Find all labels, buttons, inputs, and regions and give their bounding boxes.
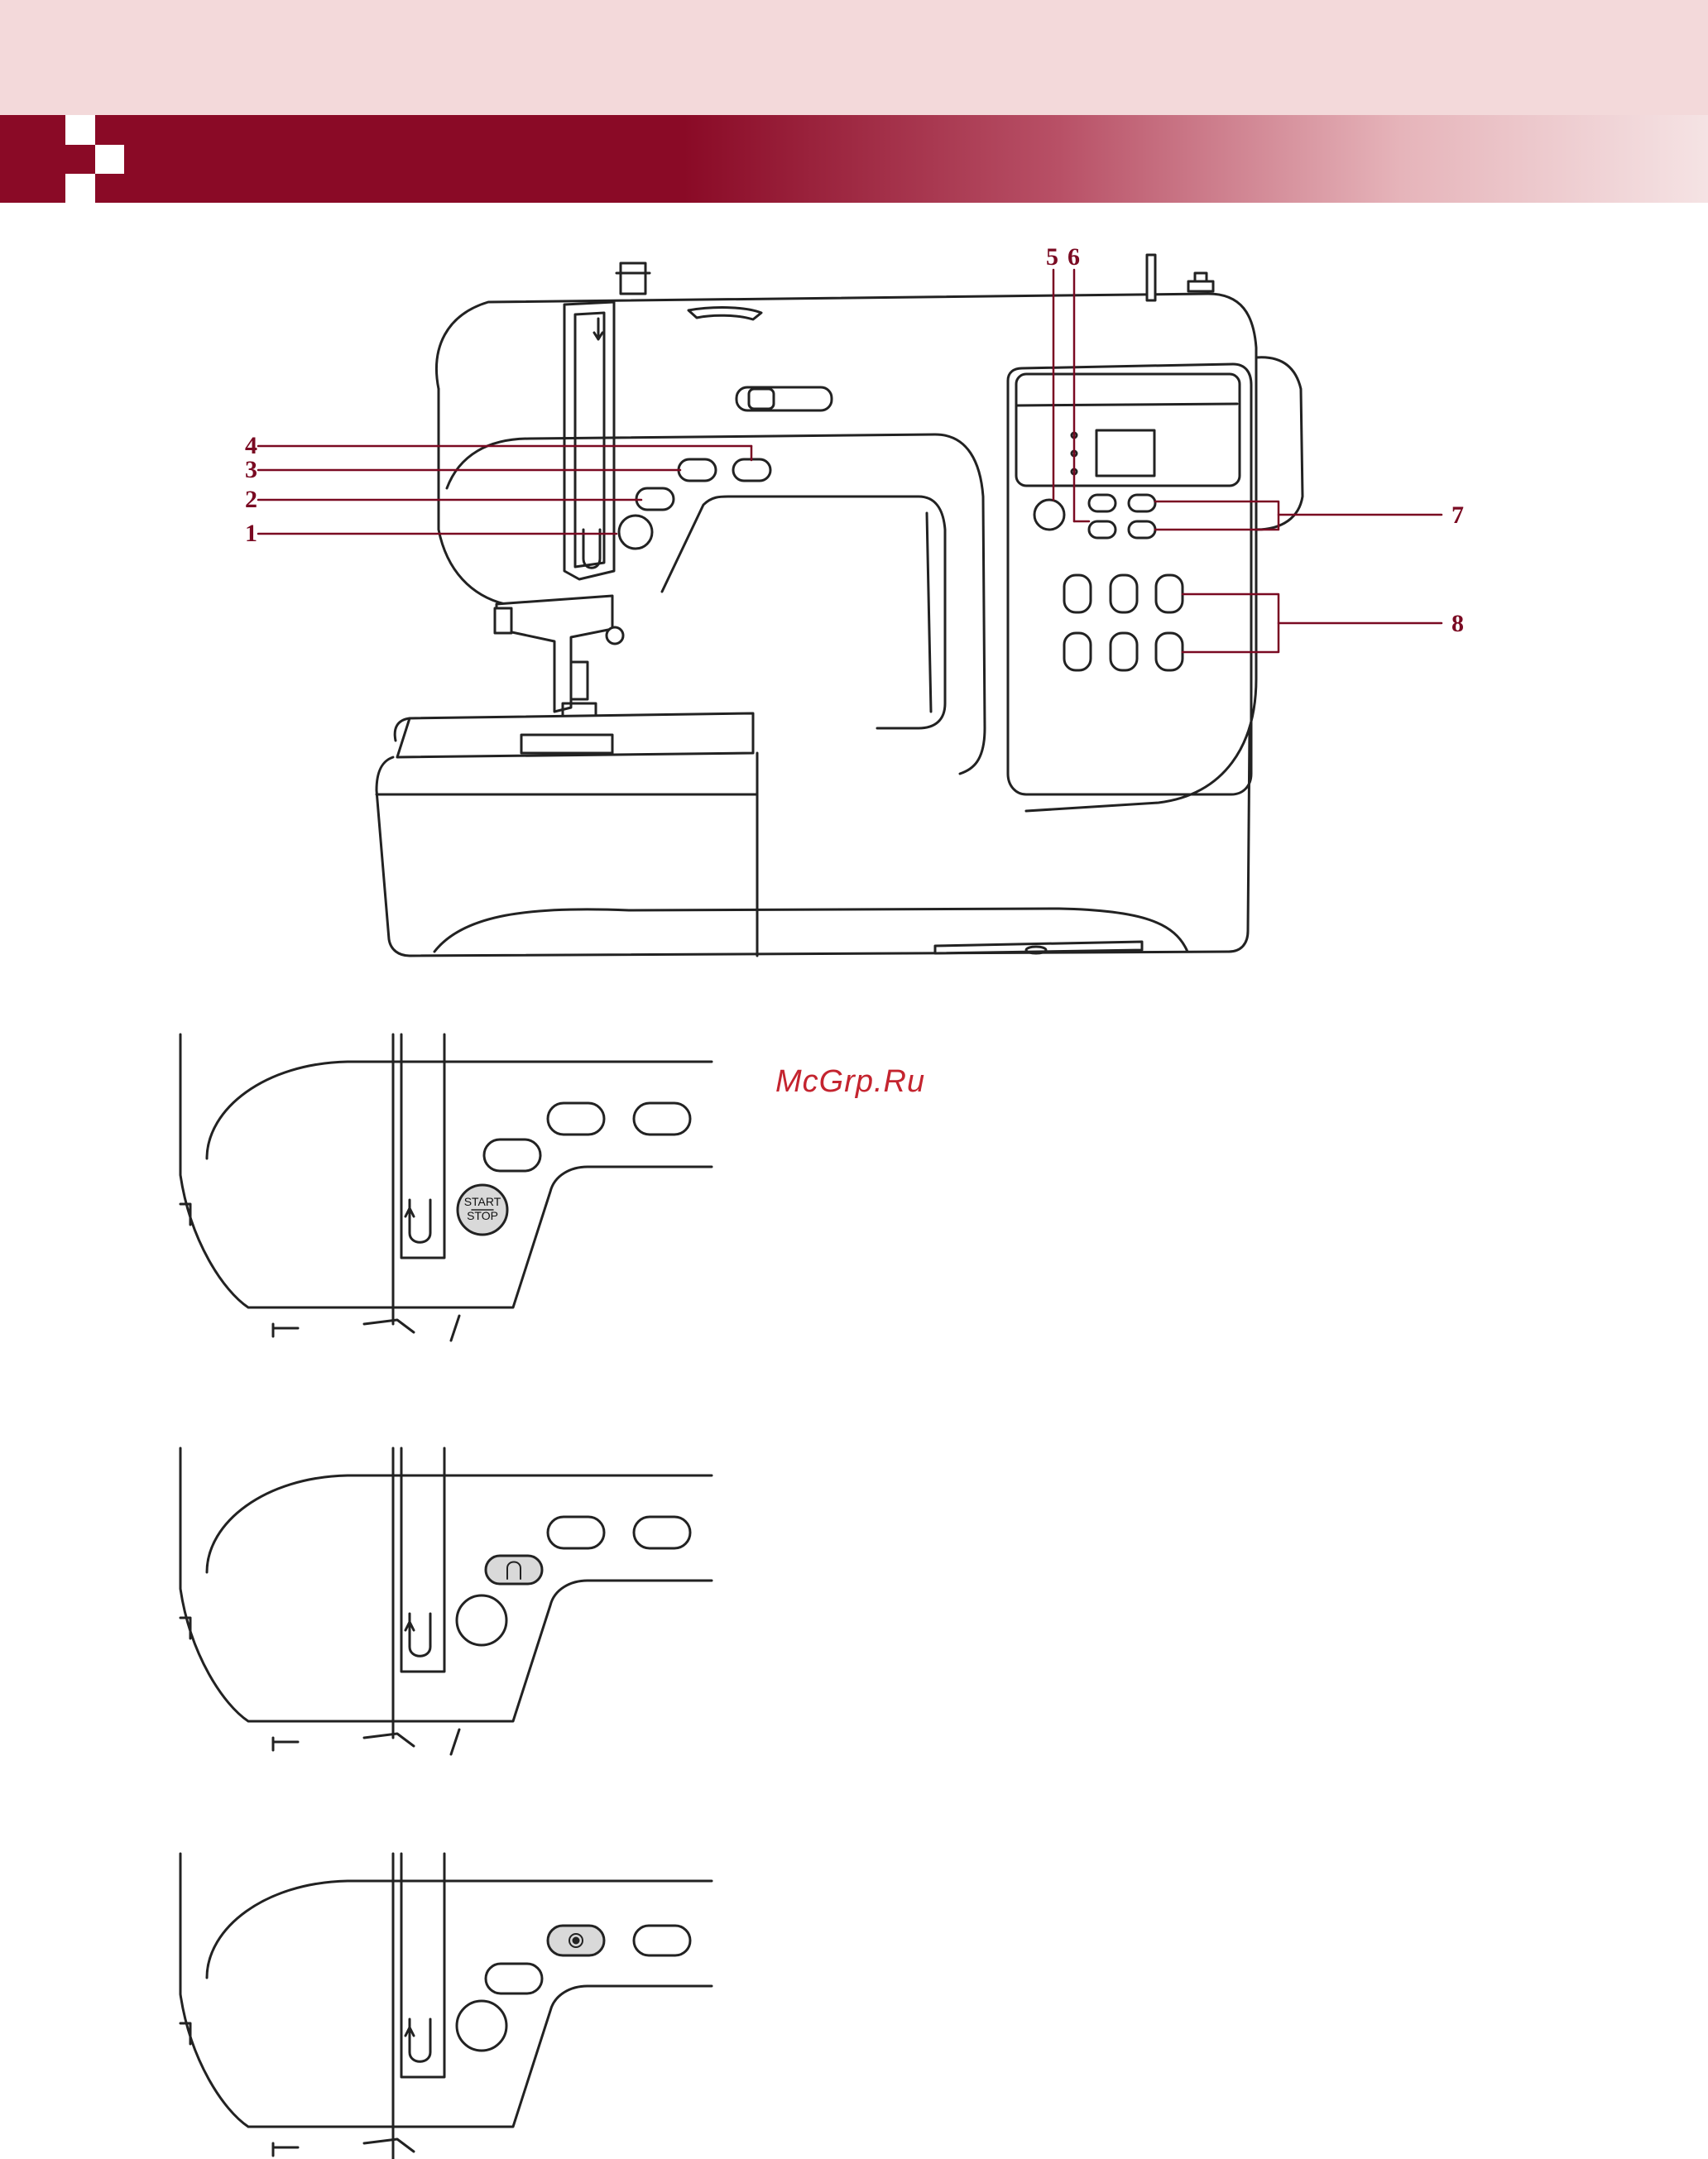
arm-opening (662, 497, 945, 728)
presser-foot-assembly (497, 596, 612, 712)
needle-stop-button (679, 459, 716, 481)
thread-guide-top (688, 308, 761, 319)
callout-8: 8 (1451, 612, 1464, 636)
bracket-7 (1155, 501, 1279, 530)
callout-7: 7 (1451, 503, 1464, 528)
function-button-5 (1034, 500, 1064, 530)
stitch-button-6 (1156, 633, 1183, 670)
arrow-button-ll (1089, 521, 1115, 538)
start-stop-button (619, 516, 652, 549)
stitch-button-2 (1111, 575, 1137, 612)
stop-label: STOP (458, 1209, 507, 1223)
callout-1: 1 (245, 521, 257, 546)
detail-view-reverse (180, 1448, 712, 1754)
stitch-button-5 (1111, 633, 1137, 670)
thread-cap (617, 263, 650, 294)
detail-reverse-button (486, 1556, 542, 1584)
auto-lock-button (733, 459, 770, 481)
callout-4: 4 (245, 434, 257, 458)
start-stop-label: START STOP (458, 1195, 507, 1223)
start-label: START (458, 1195, 507, 1209)
foot-screw (607, 627, 623, 644)
lcd-screen (1096, 430, 1154, 476)
stitch-button-3 (1156, 575, 1183, 612)
stitch-button-4 (1064, 633, 1091, 670)
callout-6: 6 (1068, 245, 1080, 270)
arrow-button-lr (1129, 521, 1155, 538)
watermark: McGrp.Ru (775, 1064, 925, 1100)
top-knob (1188, 273, 1213, 291)
spool-pin (1147, 255, 1155, 300)
arrow-button-ur (1129, 495, 1155, 511)
detail-view-start-stop (180, 1034, 712, 1341)
detail-view-needle-stop (180, 1854, 712, 2159)
callout-5: 5 (1046, 245, 1058, 270)
machine-base (377, 728, 1250, 956)
front-cover (564, 302, 614, 579)
bracket-8 (1183, 594, 1279, 652)
stitch-button-1 (1064, 575, 1091, 612)
callout-3: 3 (245, 458, 257, 482)
arrow-button-ul (1089, 495, 1115, 511)
slider-knob (749, 389, 774, 409)
callout-2: 2 (245, 487, 257, 512)
